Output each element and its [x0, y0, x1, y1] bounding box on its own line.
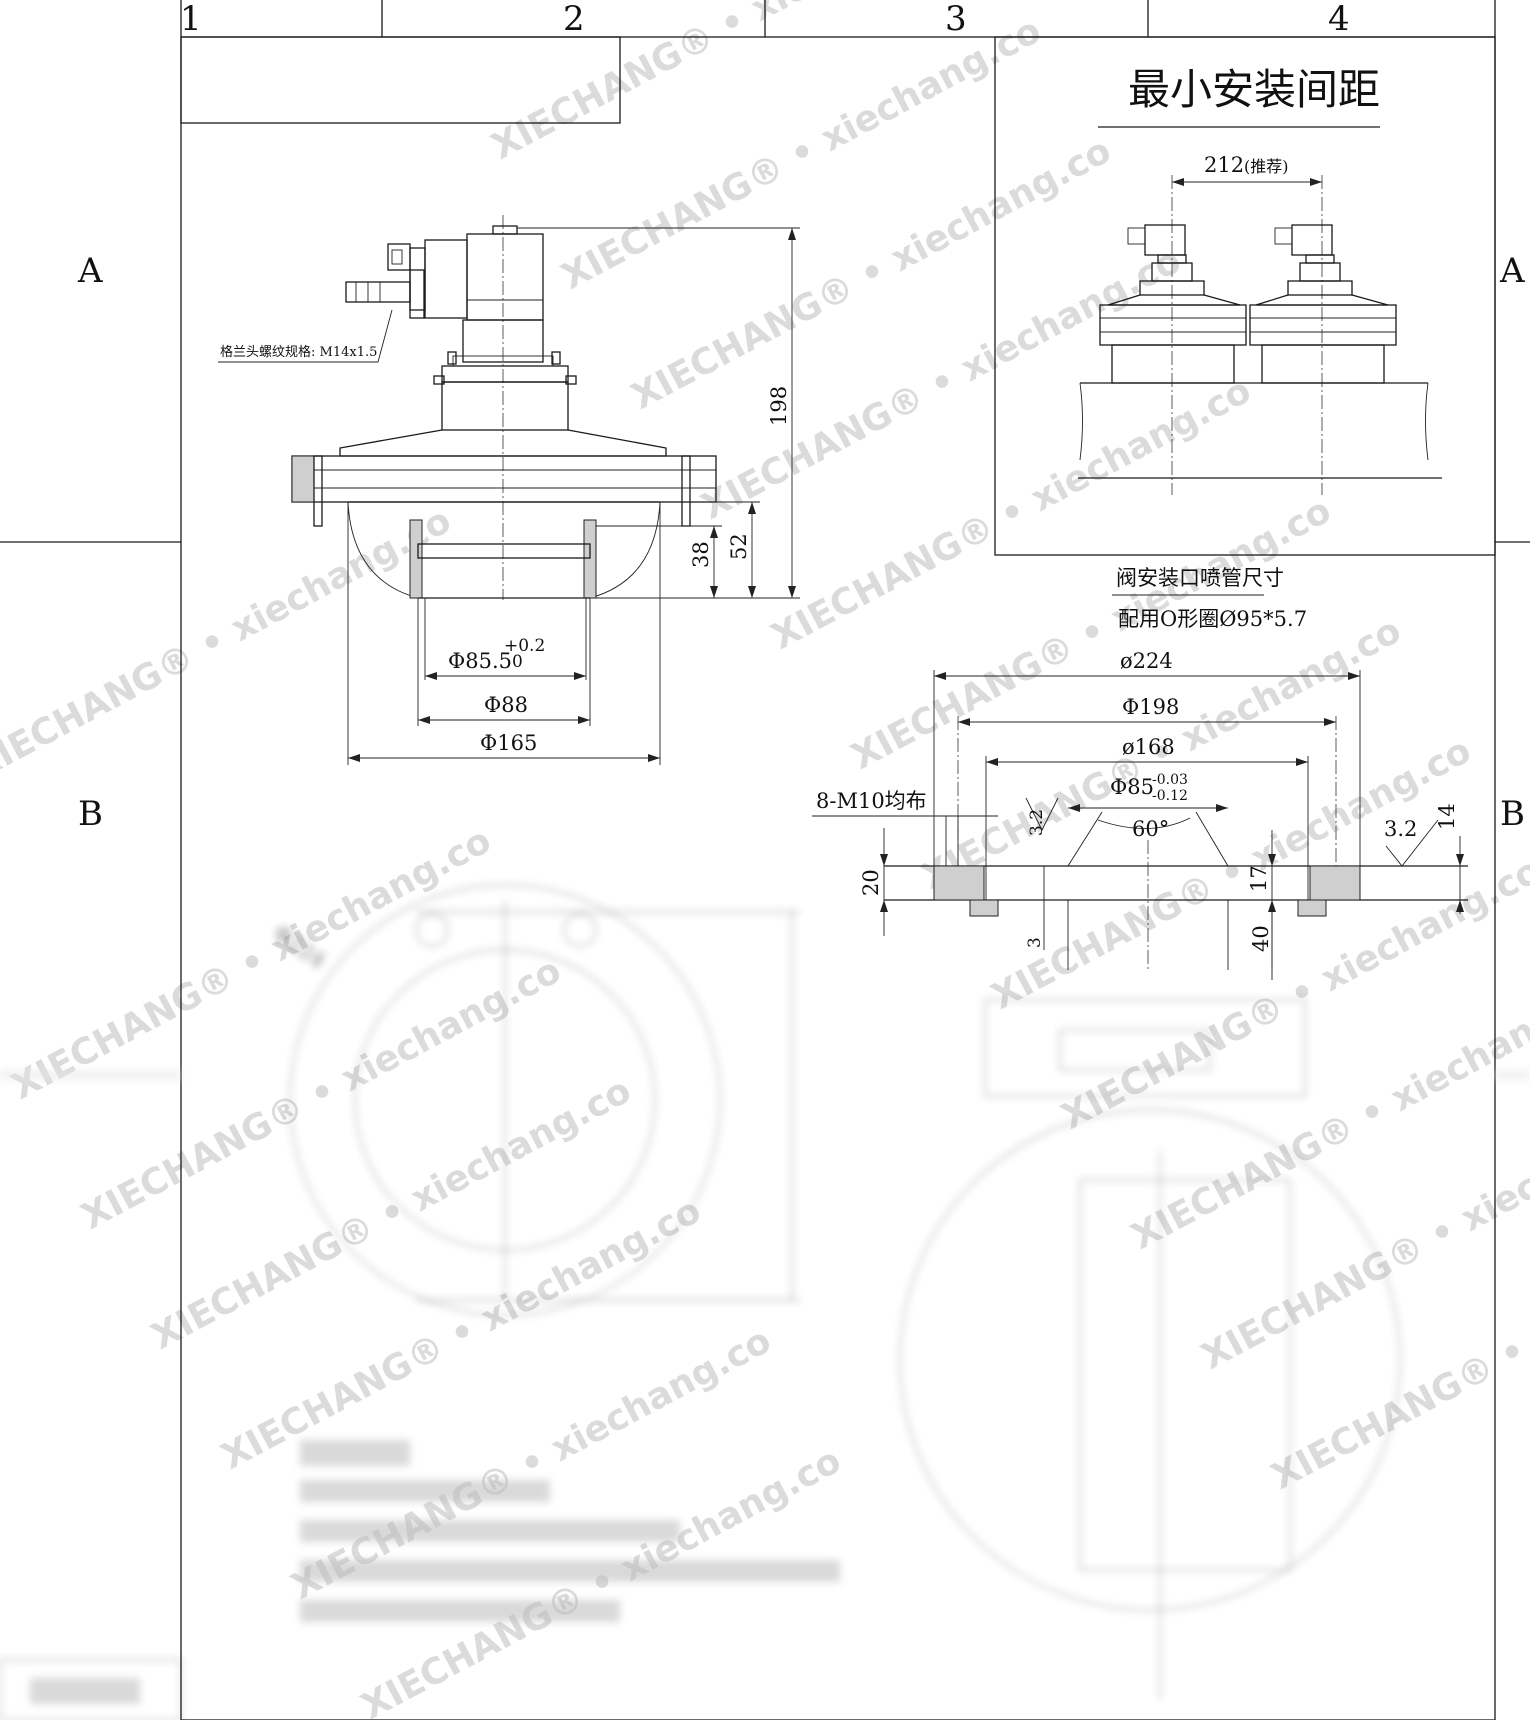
- angle-60: 60°: [1132, 817, 1169, 841]
- pipe-detail-subtitle: 配用O形圈Ø95*5.7: [1118, 607, 1307, 631]
- watermark-text: XIECHANG® • xiechang.co: [625, 130, 1118, 418]
- watermark-text: XIECHANG® • xiechang.co: [555, 10, 1048, 298]
- zone-row-b-right: B: [1500, 794, 1525, 834]
- zone-col-1: 1: [180, 0, 202, 39]
- zone-row-a-right: A: [1499, 251, 1525, 291]
- dim-20: 20: [859, 869, 883, 896]
- zone-labels: 1 2 3 4 A B A B: [77, 0, 1525, 834]
- dim-17: 17: [1247, 865, 1271, 892]
- min-spacing-panel: 最小安装间距 212 (推荐): [994, 36, 1496, 556]
- dim-38: 38: [689, 541, 713, 568]
- pipe-detail-title: 阀安装口喷管尺寸: [1116, 566, 1284, 590]
- roughness-right: 3.2: [1384, 817, 1417, 841]
- dim-flange: Φ165: [480, 731, 537, 755]
- section-dimensions: 198 52 38 Φ85.5 +0.2 0 Φ88 Φ165 格兰头螺纹规格:…: [220, 227, 800, 762]
- dim-198-pipe: Φ198: [1122, 695, 1179, 719]
- zone-col-2: 2: [563, 0, 585, 39]
- zone-col-3: 3: [945, 0, 967, 39]
- thread-note: 格兰头螺纹规格: M14x1.5: [220, 344, 377, 360]
- dim-bore: Φ85.5: [448, 649, 512, 673]
- zone-row-b-left: B: [78, 794, 103, 834]
- dim-85: Φ85: [1110, 775, 1154, 799]
- dim-bore-tol-upper: +0.2: [504, 636, 545, 656]
- dim-14: 14: [1435, 803, 1459, 830]
- min-spacing-title: 最小安装间距: [1128, 65, 1380, 114]
- watermark-text: XIECHANG® • xiechang.co: [75, 950, 568, 1238]
- watermark-text: XIECHANG® • xiechang.co: [0, 500, 458, 788]
- watermark-text: XIECHANG® • xiechang.co: [215, 1190, 708, 1478]
- dim-40: 40: [1249, 925, 1273, 952]
- dim-85-tol-upper: -0.03: [1152, 772, 1188, 788]
- watermark-text: XIECHANG® • xiechang.co: [145, 1070, 638, 1358]
- zone-row-a-left: A: [77, 251, 103, 291]
- dim-52: 52: [727, 533, 751, 560]
- spacing-value: 212: [1204, 153, 1244, 177]
- watermark-text: XIECHANG® • xiechang.co: [695, 240, 1188, 528]
- watermark-text: XIECHANG® • xiechang.co: [845, 490, 1338, 778]
- watermark-text: XIECHANG® • xiechang.co: [1055, 850, 1530, 1138]
- valve-section-view: [218, 215, 717, 765]
- dim-224: ø224: [1120, 649, 1173, 673]
- zone-col-4: 4: [1328, 0, 1350, 39]
- bolt-note: 8-M10均布: [816, 789, 927, 813]
- title-block-top: [180, 36, 621, 124]
- watermark-text: XIECHANG® • xiechang.co: [985, 730, 1478, 1018]
- dim-198: 198: [767, 386, 791, 426]
- dim-168: ø168: [1122, 735, 1175, 759]
- watermark-text: XIECHANG® • xiechang.co: [5, 820, 498, 1108]
- dim-3: 3: [1025, 937, 1045, 948]
- roughness-left: 3.2: [1027, 809, 1047, 836]
- dim-85-tol-lower: -0.12: [1152, 788, 1188, 804]
- spacing-note: (推荐): [1244, 157, 1289, 176]
- pipe-detail: 阀安装口喷管尺寸 配用O形圈Ø95*5.7 ø224 Φ198 ø168 Φ85…: [812, 566, 1468, 980]
- dim-pipe: Φ88: [484, 693, 528, 717]
- dim-bore-tol-lower: 0: [512, 652, 523, 672]
- blurred-region: Φ224: [0, 884, 1530, 1720]
